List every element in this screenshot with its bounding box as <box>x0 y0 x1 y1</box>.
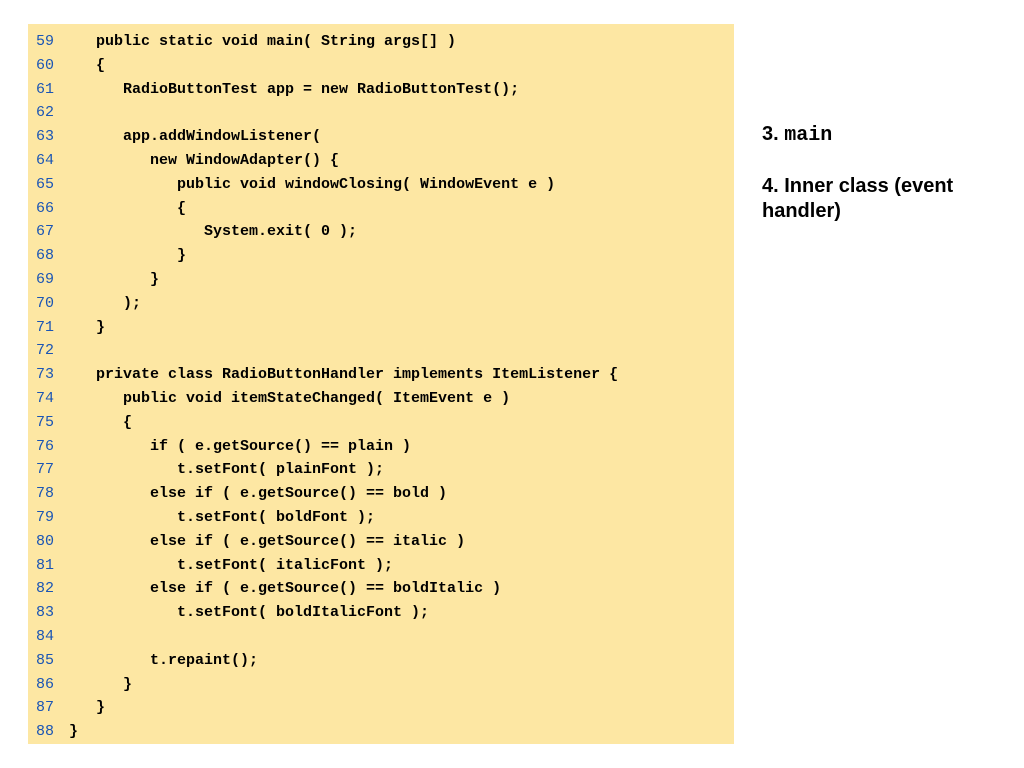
line-number: 68 <box>36 247 55 265</box>
line-code: } <box>69 270 160 288</box>
code-line: 75 { <box>28 411 734 435</box>
line-code: { <box>69 56 106 74</box>
line-code: } <box>69 318 106 336</box>
line-code: } <box>69 723 79 741</box>
annotation-inner-class: 4. Inner class (event handler) <box>762 175 954 222</box>
annotation-main: 3. main <box>762 122 1002 148</box>
code-line: 83 t.setFont( boldItalicFont ); <box>28 601 734 625</box>
line-code: } <box>69 675 133 693</box>
line-number: 83 <box>36 604 55 622</box>
annotation-number: 3. <box>762 123 785 145</box>
line-number: 76 <box>36 437 55 455</box>
line-code: } <box>69 699 106 717</box>
code-line: 80 else if ( e.getSource() == italic ) <box>28 530 734 554</box>
code-line: 86 } <box>28 673 734 697</box>
line-number: 81 <box>36 556 55 574</box>
line-number: 69 <box>36 270 55 288</box>
line-code: private class RadioButtonHandler impleme… <box>69 366 619 384</box>
line-number: 78 <box>36 485 55 503</box>
code-line: 67 System.exit( 0 ); <box>28 220 734 244</box>
code-line: 64 new WindowAdapter() { <box>28 149 734 173</box>
code-listing-panel: 59 public static void main( String args[… <box>28 24 734 744</box>
code-line: 77 t.setFont( plainFont ); <box>28 458 734 482</box>
line-number: 75 <box>36 413 55 431</box>
line-number: 61 <box>36 80 55 98</box>
line-code: public void windowClosing( WindowEvent e… <box>69 175 556 193</box>
code-line: 76 if ( e.getSource() == plain ) <box>28 435 734 459</box>
code-line: 66 { <box>28 197 734 221</box>
line-code: { <box>69 199 187 217</box>
line-number: 80 <box>36 532 55 550</box>
code-line: 62 <box>28 101 734 125</box>
line-number: 73 <box>36 366 55 384</box>
line-number: 64 <box>36 151 55 169</box>
line-code: public static void main( String args[] ) <box>69 33 457 50</box>
code-line: 60 { <box>28 54 734 78</box>
line-number: 60 <box>36 56 55 74</box>
code-line: 85 t.repaint(); <box>28 649 734 673</box>
line-number: 86 <box>36 675 55 693</box>
line-code: ); <box>69 294 142 312</box>
code-line: 63 app.addWindowListener( <box>28 125 734 149</box>
code-line: 82 else if ( e.getSource() == boldItalic… <box>28 577 734 601</box>
line-code: t.setFont( boldFont ); <box>69 508 376 526</box>
code-line: 68 } <box>28 244 734 268</box>
line-number: 87 <box>36 699 55 717</box>
code-line: 73 private class RadioButtonHandler impl… <box>28 363 734 387</box>
code-line: 65 public void windowClosing( WindowEven… <box>28 173 734 197</box>
line-code: } <box>69 247 187 265</box>
line-number: 59 <box>36 33 55 50</box>
line-code: t.setFont( italicFont ); <box>69 556 394 574</box>
code-line: 71 } <box>28 316 734 340</box>
line-number: 85 <box>36 651 55 669</box>
line-code: t.setFont( boldItalicFont ); <box>69 604 430 622</box>
line-code: new WindowAdapter() { <box>69 151 340 169</box>
line-number: 65 <box>36 175 55 193</box>
line-number: 71 <box>36 318 55 336</box>
line-number: 88 <box>36 723 55 741</box>
line-number: 70 <box>36 294 55 312</box>
line-code: public void itemStateChanged( ItemEvent … <box>69 389 511 407</box>
line-code: else if ( e.getSource() == italic ) <box>69 532 466 550</box>
line-number: 74 <box>36 389 55 407</box>
line-code: RadioButtonTest app = new RadioButtonTes… <box>69 80 520 98</box>
line-code: System.exit( 0 ); <box>69 223 358 241</box>
line-code: if ( e.getSource() == plain ) <box>69 437 412 455</box>
line-code: { <box>69 413 133 431</box>
code-line: 87 } <box>28 696 734 720</box>
annotation-code-keyword: main <box>784 124 833 147</box>
line-code: app.addWindowListener( <box>69 128 322 146</box>
code-line: 79 t.setFont( boldFont ); <box>28 506 734 530</box>
line-code: t.setFont( plainFont ); <box>69 461 385 479</box>
code-line: 70 ); <box>28 292 734 316</box>
line-number: 82 <box>36 580 55 598</box>
code-line: 88} <box>28 720 734 744</box>
line-code: else if ( e.getSource() == boldItalic ) <box>69 580 502 598</box>
line-number: 72 <box>36 342 55 360</box>
line-code: else if ( e.getSource() == bold ) <box>69 485 448 503</box>
line-number: 84 <box>36 627 55 645</box>
line-number: 77 <box>36 461 55 479</box>
annotations: 3. main 4. Inner class (event handler) <box>762 122 1002 250</box>
code-line: 59 public static void main( String args[… <box>28 30 734 54</box>
code-line: 81 t.setFont( italicFont ); <box>28 554 734 578</box>
code-line: 74 public void itemStateChanged( ItemEve… <box>28 387 734 411</box>
code-line: 84 <box>28 625 734 649</box>
line-number: 79 <box>36 508 55 526</box>
line-number: 67 <box>36 223 55 241</box>
code-line: 72 <box>28 339 734 363</box>
line-number: 63 <box>36 128 55 146</box>
line-number: 62 <box>36 104 55 122</box>
line-number: 66 <box>36 199 55 217</box>
code-line: 69 } <box>28 268 734 292</box>
line-code: t.repaint(); <box>69 651 259 669</box>
code-line: 78 else if ( e.getSource() == bold ) <box>28 482 734 506</box>
code-line: 61 RadioButtonTest app = new RadioButton… <box>28 78 734 102</box>
